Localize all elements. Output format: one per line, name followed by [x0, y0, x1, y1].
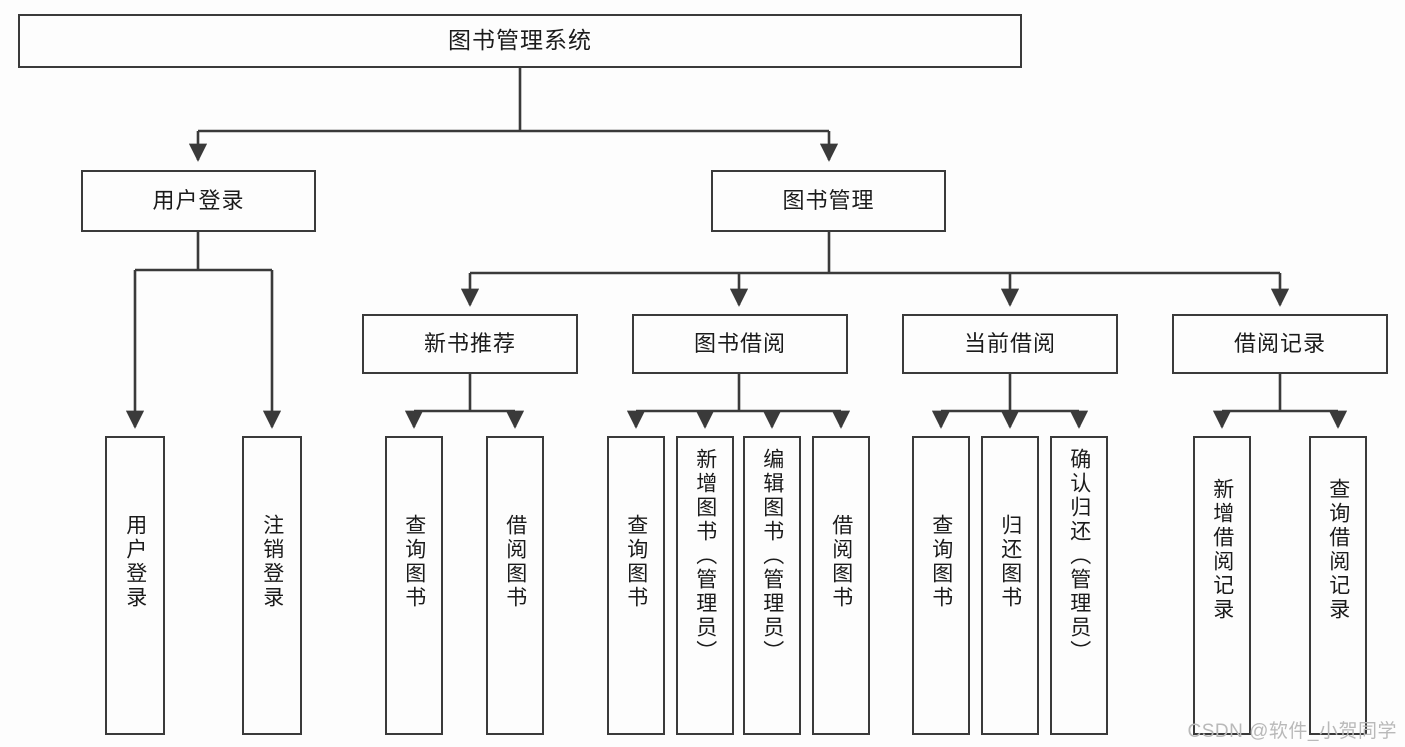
node-current-borrow-label: 当前借阅: [963, 330, 1056, 356]
leaf-query-book-2[interactable]: 查询图书: [607, 436, 665, 735]
node-new-book-recommend-label: 新书推荐: [423, 330, 516, 356]
node-book-manage-label: 图书管理: [782, 187, 875, 213]
node-user-login-label: 用户登录: [152, 187, 245, 213]
leaf-query-book-3-label: 查询图书: [929, 514, 953, 610]
leaf-query-book-2-label: 查询图书: [624, 514, 648, 610]
leaf-edit-book[interactable]: 编辑图书（管理员）: [743, 436, 801, 735]
node-book-borrow[interactable]: 图书借阅: [632, 314, 848, 374]
leaf-add-record-label: 新增借阅记录: [1210, 478, 1234, 622]
leaf-return-book-label: 归还图书: [998, 514, 1022, 610]
leaf-add-record[interactable]: 新增借阅记录: [1193, 436, 1251, 735]
leaf-query-book-1[interactable]: 查询图书: [385, 436, 443, 735]
node-borrow-record-label: 借阅记录: [1233, 330, 1326, 356]
leaf-add-book[interactable]: 新增图书（管理员）: [676, 436, 734, 735]
leaf-query-record-label: 查询借阅记录: [1326, 478, 1350, 622]
leaf-logout[interactable]: 注销登录: [242, 436, 302, 735]
leaf-borrow-book-2[interactable]: 借阅图书: [812, 436, 870, 735]
node-new-book-recommend[interactable]: 新书推荐: [362, 314, 578, 374]
node-root-label: 图书管理系统: [448, 27, 592, 54]
leaf-borrow-book-2-label: 借阅图书: [829, 514, 853, 610]
node-current-borrow[interactable]: 当前借阅: [902, 314, 1118, 374]
leaf-confirm-return[interactable]: 确认归还（管理员）: [1050, 436, 1108, 735]
leaf-query-book-1-label: 查询图书: [402, 514, 426, 610]
leaf-return-book[interactable]: 归还图书: [981, 436, 1039, 735]
watermark: CSDN @软件_小贺同学: [1187, 721, 1397, 742]
leaf-query-book-3[interactable]: 查询图书: [912, 436, 970, 735]
leaf-confirm-return-label: 确认归还（管理员）: [1067, 448, 1091, 664]
leaf-borrow-book-1[interactable]: 借阅图书: [486, 436, 544, 735]
leaf-add-book-label: 新增图书（管理员）: [693, 448, 717, 664]
node-user-login[interactable]: 用户登录: [81, 170, 316, 232]
leaf-user-login[interactable]: 用户登录: [105, 436, 165, 735]
leaf-edit-book-label: 编辑图书（管理员）: [760, 448, 784, 664]
leaf-query-record[interactable]: 查询借阅记录: [1309, 436, 1367, 735]
leaf-logout-label: 注销登录: [260, 514, 284, 610]
node-book-manage[interactable]: 图书管理: [711, 170, 946, 232]
leaf-borrow-book-1-label: 借阅图书: [503, 514, 527, 610]
node-book-borrow-label: 图书借阅: [693, 330, 786, 356]
node-root[interactable]: 图书管理系统: [18, 14, 1022, 68]
node-borrow-record[interactable]: 借阅记录: [1172, 314, 1388, 374]
leaf-user-login-label: 用户登录: [123, 514, 147, 610]
